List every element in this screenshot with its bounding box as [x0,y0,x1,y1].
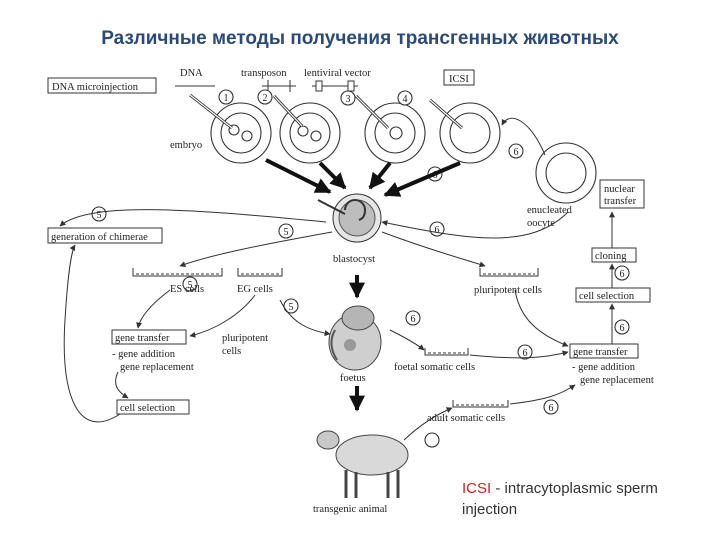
step-number-5b: 5 [279,224,293,238]
step-number-5a: 5 [92,207,106,221]
icsi-label: ICSI [449,74,469,85]
nuclear-label-2: transfer [604,196,637,207]
foetal-somatic-dish [425,348,468,355]
gene-addition-right-label: - gene addition [572,362,636,373]
arrow-embryo4-blastocyst [385,163,460,195]
step-number-6f: 6 [406,311,420,325]
transgenic-animal-label: transgenic animal [313,504,387,515]
gene-transfer-label: gene transfer [115,333,170,344]
svg-text:5: 5 [97,210,102,221]
pluripotent-dish-right [480,268,538,276]
es-cells-label: ES cells [170,284,204,295]
cloning-label: cloning [595,251,627,262]
gene-replacement-label: gene replacement [120,362,194,373]
arrow-foetus-foetalcells [390,330,424,350]
embryo-label: embryo [170,140,202,151]
arrow-oocyte-embryo [502,118,545,155]
nuclear-label-1: nuclear [604,184,635,195]
svg-text:6: 6 [620,323,625,334]
blastocyst [318,194,381,242]
arrow-blastocyst-es [180,232,332,266]
cell-selection-right-label: cell selection [579,291,635,302]
embryo-dna-injection [190,95,271,163]
svg-text:6: 6 [620,269,625,280]
foetus-label: foetus [340,373,366,384]
enucleated-oocyte [536,143,596,203]
arrow-embryo2-blastocyst [320,163,345,188]
enucleated-label-2: oocyte [527,218,555,229]
arrow-adult-genereplacement [510,385,575,404]
legend-abbr: ICSI [462,480,491,497]
svg-text:6: 6 [435,225,440,236]
embryo-icsi [430,100,500,163]
adult-somatic-dish [453,400,508,407]
step-number-6e: 6 [615,320,629,334]
svg-text:1: 1 [224,93,229,104]
blastocyst-label: blastocyst [333,254,375,265]
arrow-eg-genetransfer [190,295,255,336]
svg-text:2: 2 [263,93,268,104]
svg-text:4: 4 [403,94,408,105]
vector-ltr-right [348,81,354,91]
svg-text:6: 6 [549,403,554,414]
arrow-pluripotent-genetransfer [515,290,568,346]
eg-cells-dish [238,268,282,276]
gene-addition-label: - gene addition [112,349,176,360]
step-number-1: 1 [219,90,233,104]
svg-text:5: 5 [284,227,289,238]
svg-text:6: 6 [514,147,519,158]
legend: ICSI - intracytoplasmic sperm injection [462,478,702,520]
vector-ltr-left [316,81,322,91]
pluripotent-right-label: pluripotent cells [474,285,542,296]
embryo-lentiviral [356,96,425,163]
legend-text: - intracytoplasmic sperm [491,480,658,497]
dna-label: DNA [180,68,203,79]
arrow-embryo3-blastocyst [370,163,390,188]
step-number-6c: 6 [430,222,444,236]
es-cells-dish [133,268,222,276]
gene-replacement-right-label: gene replacement [580,375,654,386]
svg-text:3: 3 [346,94,351,105]
step-number-6i [425,433,439,447]
svg-text:6: 6 [411,314,416,325]
step-number-2: 2 [258,90,272,104]
transposon-label: transposon [241,68,287,79]
cell-selection-label: cell selection [120,403,176,414]
step-number-4: 4 [398,91,412,105]
transgenic-animal-image [317,431,408,498]
embryo-transposon [274,96,340,163]
lentiviral-vector-label: lentiviral vector [304,68,371,79]
step-number-6h: 6 [544,400,558,414]
eg-cells-label: EG cells [237,284,273,295]
gene-transfer-right-label: gene transfer [573,347,628,358]
generation-chimerae-label: generation of chimerae [51,232,148,243]
pluripotent-left-label: pluripotent [222,333,268,344]
step-number-3: 3 [341,91,355,105]
foetal-somatic-label: foetal somatic cells [394,362,475,373]
step-number-6a: 6 [509,144,523,158]
pluripotent-left-label-2: cells [222,346,241,357]
dna-microinjection-label: DNA microinjection [52,82,139,93]
legend-text-2: injection [462,501,517,518]
step-number-6g: 6 [518,345,532,359]
arrow-genereplacement-cellselection [116,372,128,398]
foetus-image [329,306,381,370]
svg-text:5: 5 [289,302,294,313]
arrow-es-genetransfer [138,290,170,328]
step-number-6d: 6 [615,266,629,280]
